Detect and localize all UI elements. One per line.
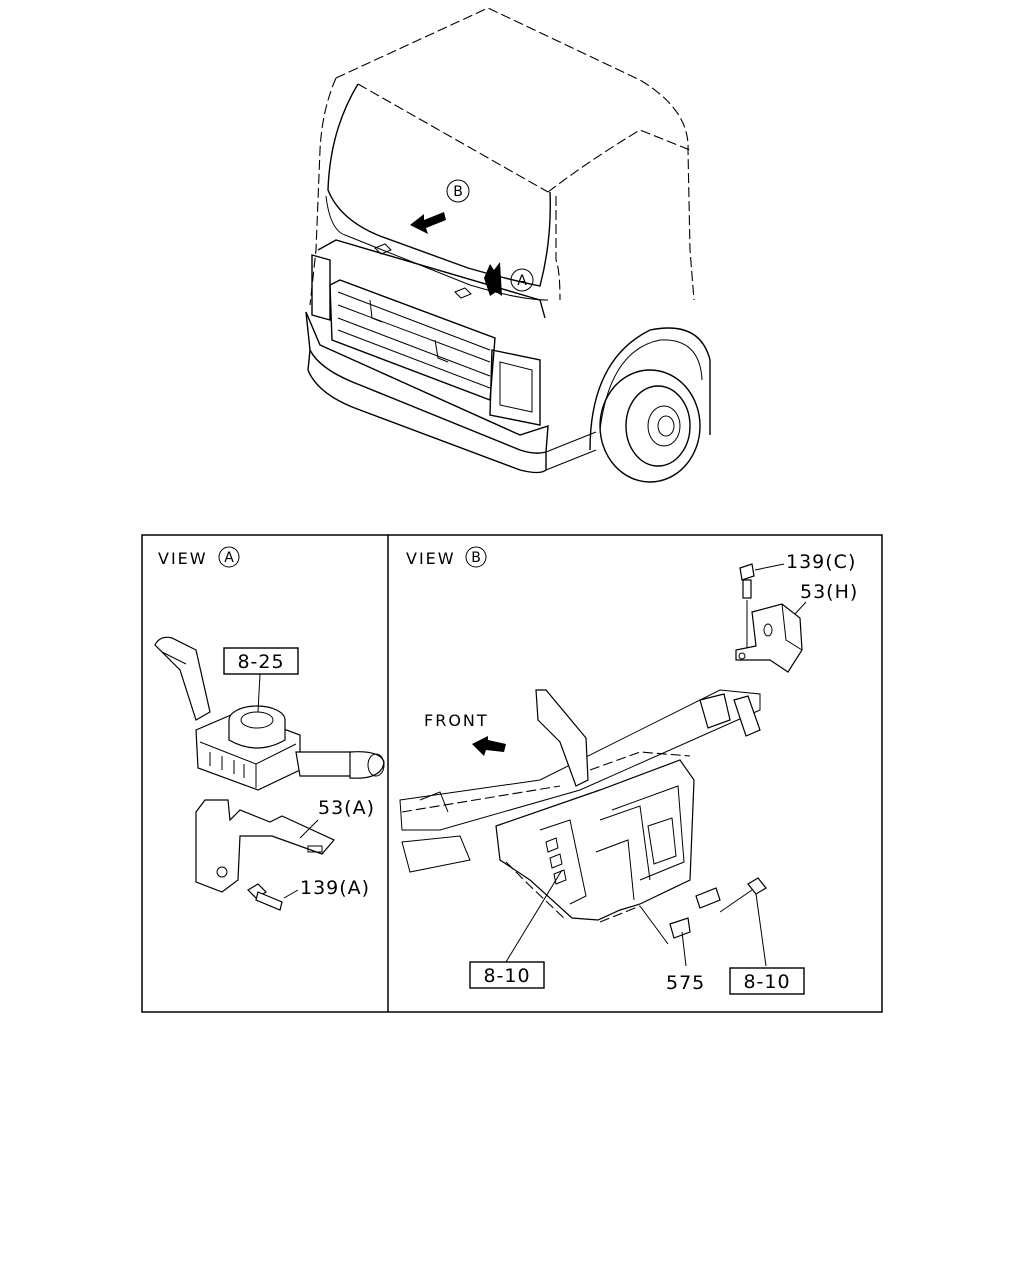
callout-575: 575 — [666, 972, 705, 994]
view-b-title-marker: B — [471, 550, 481, 566]
detail-panel-frame — [141, 534, 883, 1013]
view-b-marker-circle — [446, 179, 470, 203]
front-arrow-icon — [472, 736, 506, 756]
view-b-arrow-icon — [410, 212, 446, 234]
view-b-panel: VIEW B 139(C) 53(H) FRONT — [399, 546, 858, 995]
view-a-marker: A — [517, 273, 527, 289]
bracket-53a-illustration — [195, 799, 335, 893]
callout-139a: 139(A) — [300, 877, 370, 899]
callout-8-10-right: 8-10 — [743, 971, 790, 993]
view-a-title: VIEW — [158, 549, 208, 568]
view-b-title: VIEW — [406, 549, 456, 568]
view-a-arrow-icon — [484, 262, 502, 296]
view-b-marker: B — [453, 184, 463, 200]
view-a-panel: VIEW A 8-25 53(A) — [154, 546, 385, 911]
bolt-139a-icon — [247, 883, 283, 911]
callout-139c: 139(C) — [786, 551, 856, 573]
view-a-title-marker: A — [224, 550, 234, 566]
callout-8-25: 8-25 — [237, 651, 284, 673]
combination-switch-illustration — [154, 636, 385, 791]
callout-8-10-left: 8-10 — [483, 965, 530, 987]
heater-unit-illustration — [399, 689, 767, 939]
callout-53h: 53(H) — [800, 581, 858, 603]
bracket-53h-illustration — [735, 603, 803, 673]
truck-cab-illustration: B A — [305, 7, 711, 483]
callout-53a: 53(A) — [318, 797, 375, 819]
view-a-marker-circle — [510, 268, 534, 292]
front-label: FRONT — [424, 711, 489, 730]
bolt-139c-icon — [739, 563, 755, 599]
